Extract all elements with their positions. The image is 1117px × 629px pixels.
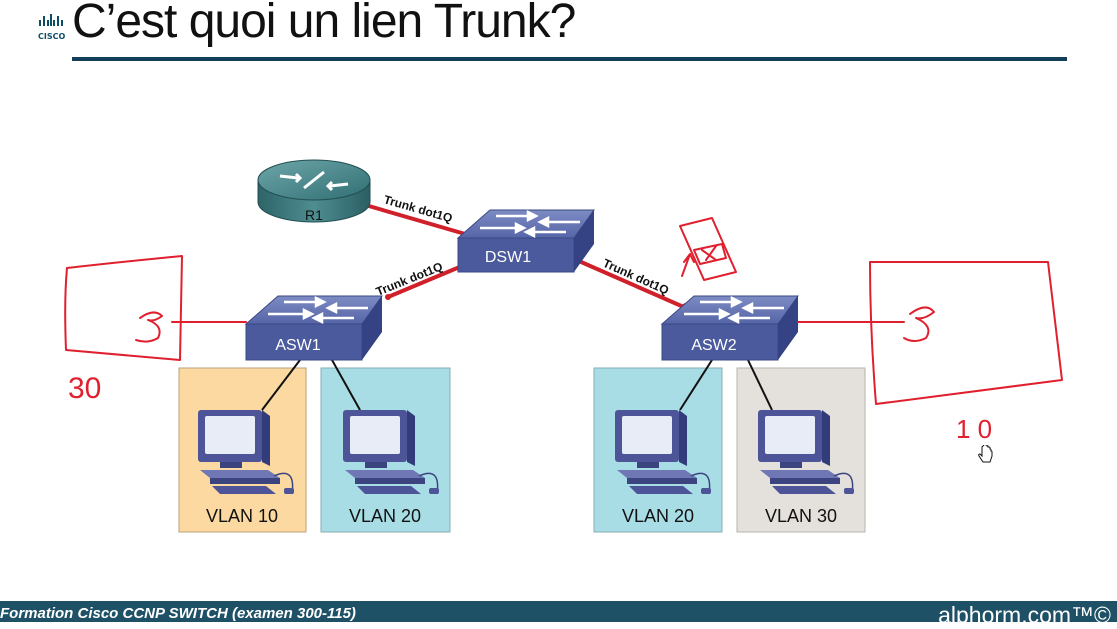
vlan-label-1: VLAN 10 <box>206 506 278 526</box>
handwritten-annotations <box>64 217 1063 405</box>
footer-brand: alphorm.com™© <box>938 602 1111 628</box>
slide-header: CISCO C’est quoi un lien Trunk? <box>0 0 1117 70</box>
cisco-logo: CISCO <box>38 12 66 46</box>
cisco-bars-icon <box>39 14 63 26</box>
footer-bar: Formation Cisco CCNP SWITCH (examen 300-… <box>0 601 1117 628</box>
router-arrows-icon <box>279 170 349 192</box>
svg-text:ASW1: ASW1 <box>275 337 320 354</box>
title-underline <box>72 57 1067 61</box>
switch-asw1[interactable]: ASW1 <box>244 295 383 361</box>
link-endpoint <box>385 294 391 300</box>
vlan-label-3: VLAN 20 <box>622 506 694 526</box>
switch-dsw1[interactable]: DSW1 <box>456 209 595 273</box>
hand-cursor-icon <box>978 445 993 463</box>
frame-tag-drawing <box>679 217 737 281</box>
left-squiggle <box>135 311 163 343</box>
left-annotation-box <box>64 255 183 361</box>
vlan-label-4: VLAN 30 <box>765 506 837 526</box>
svg-text:R1: R1 <box>305 207 323 223</box>
switch-arrows-icon <box>268 295 368 325</box>
switch-arrows-icon <box>684 295 784 325</box>
trunk-links <box>361 202 687 310</box>
vlan-label-2: VLAN 20 <box>349 506 421 526</box>
slide-title: C’est quoi un lien Trunk? <box>72 0 576 48</box>
right-annotation-box <box>869 261 1063 405</box>
right-annotation-number: 1 0 <box>956 414 992 444</box>
router-r1[interactable]: R1 <box>257 159 371 223</box>
cisco-logo-text: CISCO <box>38 32 66 41</box>
svg-text:ASW2: ASW2 <box>691 337 736 354</box>
right-squiggle <box>903 306 935 342</box>
footer-course-title: Formation Cisco CCNP SWITCH (examen 300-… <box>0 605 356 622</box>
left-annotation-number: 30 <box>68 372 101 405</box>
access-links <box>261 359 773 411</box>
svg-text:DSW1: DSW1 <box>485 249 531 266</box>
switch-arrows-icon <box>480 209 580 239</box>
network-diagram: Trunk dot1Q Trunk dot1Q Trunk dot1Q R1 D… <box>64 159 1063 533</box>
switch-asw2[interactable]: ASW2 <box>660 295 799 361</box>
